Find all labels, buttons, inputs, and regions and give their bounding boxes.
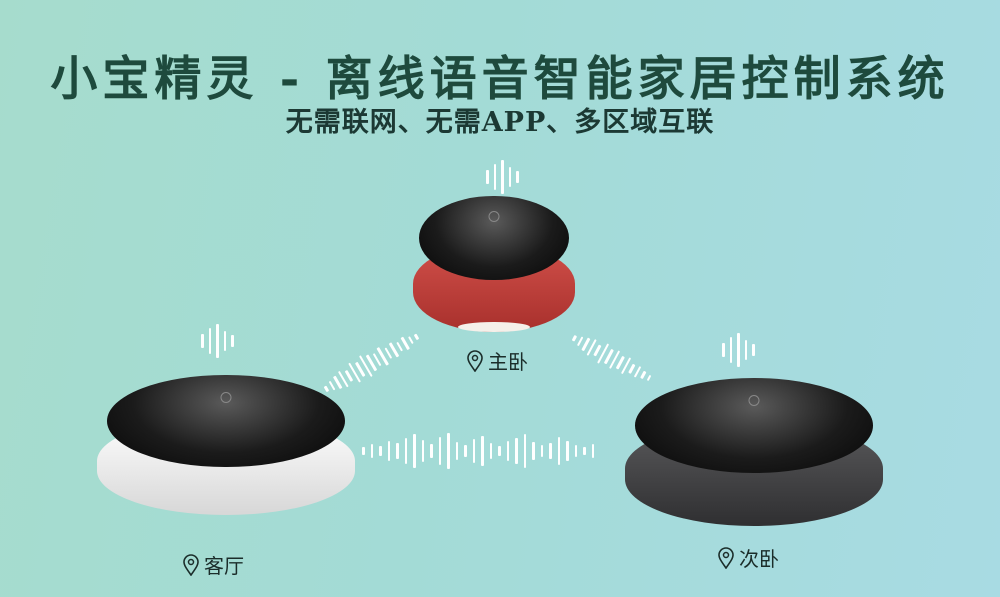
room-name: 次卧 <box>739 547 779 571</box>
location-pin-icon <box>183 553 199 576</box>
sound-wave-bar <box>576 336 584 347</box>
sound-wave-bar <box>413 434 416 468</box>
sound-wave-bar <box>752 344 755 356</box>
sound-wave-bar <box>481 436 484 466</box>
location-pin-icon <box>467 349 483 372</box>
sound-wave-bar <box>729 337 732 363</box>
page-title: 小宝精灵 - 离线语音智能家居控制系统 <box>50 52 950 107</box>
sound-wave-bar <box>549 443 552 459</box>
sound-wave-bar <box>557 437 560 465</box>
sound-wave-bar <box>216 324 219 358</box>
room-name: 主卧 <box>488 350 528 374</box>
sound-wave-bar <box>523 434 526 468</box>
sound-wave-bar <box>201 334 204 348</box>
sound-wave-icon <box>201 324 234 358</box>
sound-wave-bar <box>370 444 373 458</box>
sound-wave-bar <box>404 438 407 464</box>
sound-wave-bar <box>566 441 569 461</box>
sound-wave-bar <box>323 385 329 393</box>
sound-wave-bar <box>208 328 211 354</box>
sound-wave-icon <box>567 326 656 390</box>
sound-wave-bar <box>438 437 441 465</box>
device-master-bedroom <box>413 196 575 332</box>
sound-wave-bar <box>344 370 353 382</box>
sound-wave-bar <box>506 441 509 461</box>
room-label-master-bedroom: 主卧 <box>466 346 528 375</box>
logo-icon <box>220 391 232 403</box>
room-name: 客厅 <box>204 554 244 578</box>
sound-wave-bar <box>515 438 518 464</box>
device-second-bedroom <box>625 378 883 526</box>
sound-wave-bar <box>489 443 492 459</box>
sound-wave-bar <box>737 333 740 367</box>
sound-wave-icon <box>486 160 519 194</box>
sound-wave-bar <box>540 445 543 457</box>
sound-wave-bar <box>362 447 365 455</box>
sound-wave-bar <box>493 164 496 190</box>
sound-wave-bar <box>231 335 234 347</box>
sound-wave-icon <box>362 432 594 470</box>
location-pin-icon <box>718 546 734 569</box>
logo-icon <box>488 211 500 223</box>
sound-wave-bar <box>532 442 535 460</box>
sound-wave-bar <box>395 341 403 352</box>
sound-wave-bar <box>593 344 602 357</box>
sound-wave-bar <box>498 446 501 456</box>
room-label-living-room: 客厅 <box>182 550 244 579</box>
sound-wave-bar <box>722 343 725 357</box>
sound-wave-bar <box>646 374 652 382</box>
sound-wave-bar <box>486 170 489 184</box>
page-subtitle: 无需联网、无需APP、多区域互联 <box>285 107 715 138</box>
room-label-second-bedroom: 次卧 <box>717 543 779 572</box>
sound-wave-bar <box>508 167 511 187</box>
sound-wave-bar <box>628 363 636 374</box>
sound-wave-bar <box>591 444 594 458</box>
sound-wave-icon <box>319 325 424 401</box>
sound-wave-bar <box>744 340 747 360</box>
sound-wave-bar <box>447 433 450 469</box>
sound-wave-bar <box>516 171 519 183</box>
sound-wave-icon <box>722 333 755 367</box>
sound-wave-bar <box>464 445 467 457</box>
device-living-room <box>97 375 355 515</box>
logo-icon <box>748 395 760 407</box>
sound-wave-bar <box>430 444 433 458</box>
sound-wave-bar <box>396 443 399 459</box>
sound-wave-bar <box>472 439 475 463</box>
sound-wave-bar <box>387 441 390 461</box>
sound-wave-bar <box>455 442 458 460</box>
sound-wave-bar <box>407 336 414 345</box>
sound-wave-bar <box>421 440 424 462</box>
sound-wave-bar <box>640 370 647 379</box>
sound-wave-bar <box>223 331 226 351</box>
sound-wave-bar <box>574 445 577 457</box>
sound-wave-bar <box>379 446 382 456</box>
sound-wave-bar <box>571 334 577 342</box>
sound-wave-bar <box>501 160 504 194</box>
sound-wave-bar <box>413 333 419 341</box>
sound-wave-bar <box>328 380 336 391</box>
sound-wave-bar <box>583 447 586 455</box>
